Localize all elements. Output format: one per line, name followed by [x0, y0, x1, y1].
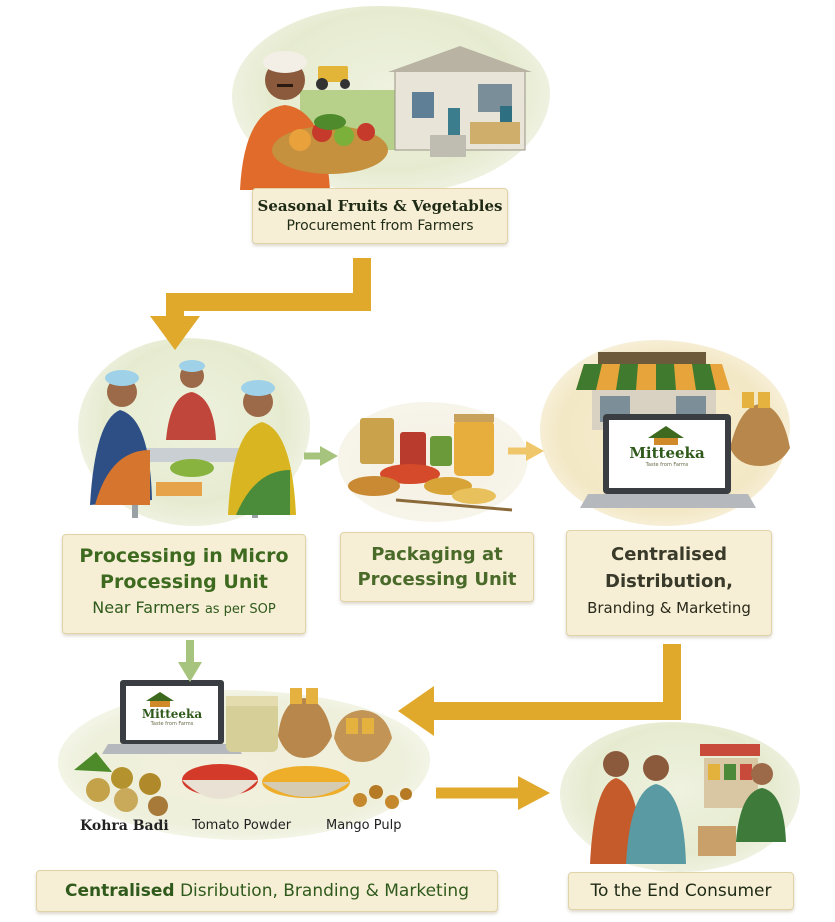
- arrow-products-to-consumer: [436, 776, 550, 810]
- processing-label: Processing in Micro Processing Unit Near…: [62, 534, 306, 634]
- processing-line3-main: Near Farmers: [92, 598, 200, 617]
- arrow-procurement-to-processing: [150, 258, 371, 350]
- arrow-packaging-to-distribution: [508, 441, 544, 461]
- brand-name: Mitteeka: [141, 707, 203, 721]
- products-laptop-brand: Mitteeka Taste from Farms: [126, 707, 218, 727]
- arrow-processing-to-products: [178, 640, 202, 682]
- brand-tagline: Taste from Farms: [150, 721, 194, 727]
- arrow-distribution-to-products: [398, 644, 681, 736]
- products-illustration: [74, 680, 412, 816]
- processing-line3-suffix: as per SOP: [204, 602, 276, 617]
- processing-line3: Near Farmers as per SOP: [63, 595, 305, 623]
- packaging-line2: Processing Unit: [357, 569, 517, 590]
- packaging-line1: Packaging at: [371, 544, 503, 565]
- bottom-banner-label: Centralised Disribution, Branding & Mark…: [36, 870, 498, 912]
- farmer-illustration: [240, 46, 532, 190]
- procurement-label: Seasonal Fruits & Vegetables Procurement…: [252, 188, 508, 244]
- distribution-line3: Branding & Marketing: [587, 599, 751, 617]
- product-label-tomato-powder: Tomato Powder: [192, 818, 292, 833]
- bottom-banner-rest: Disribution, Branding & Marketing: [179, 881, 469, 901]
- bottom-banner-text: Centralised Disribution, Branding & Mark…: [65, 881, 469, 901]
- brand-name: Mitteeka: [629, 444, 705, 462]
- end-consumer-text: To the End Consumer: [590, 881, 772, 901]
- distribution-line2: Distribution,: [605, 571, 733, 592]
- distribution-label: Centralised Distribution, Branding & Mar…: [566, 530, 772, 636]
- consumer-illustration: [590, 744, 786, 864]
- processing-line1: Processing in Micro: [79, 545, 289, 567]
- packaging-illustration: [348, 414, 513, 512]
- end-consumer-label: To the End Consumer: [568, 872, 794, 910]
- shop-laptop-brand: Mitteeka Taste from Farms: [609, 444, 725, 468]
- product-label-kohra-badi: Kohra Badi: [80, 818, 169, 834]
- arrow-processing-to-packaging: [304, 446, 338, 466]
- product-label-mango-pulp: Mango Pulp: [326, 818, 402, 833]
- packaging-label: Packaging at Processing Unit: [340, 532, 534, 602]
- shop-illustration: [576, 352, 790, 508]
- procurement-line1: Seasonal Fruits & Vegetables: [257, 197, 503, 215]
- procurement-line2: Procurement from Farmers: [286, 218, 474, 234]
- brand-tagline: Taste from Farms: [645, 462, 689, 468]
- processing-line2: Processing Unit: [100, 571, 268, 593]
- bottom-banner-bold: Centralised: [64, 881, 175, 901]
- processing-illustration: [90, 360, 296, 518]
- distribution-line1: Centralised: [610, 544, 727, 565]
